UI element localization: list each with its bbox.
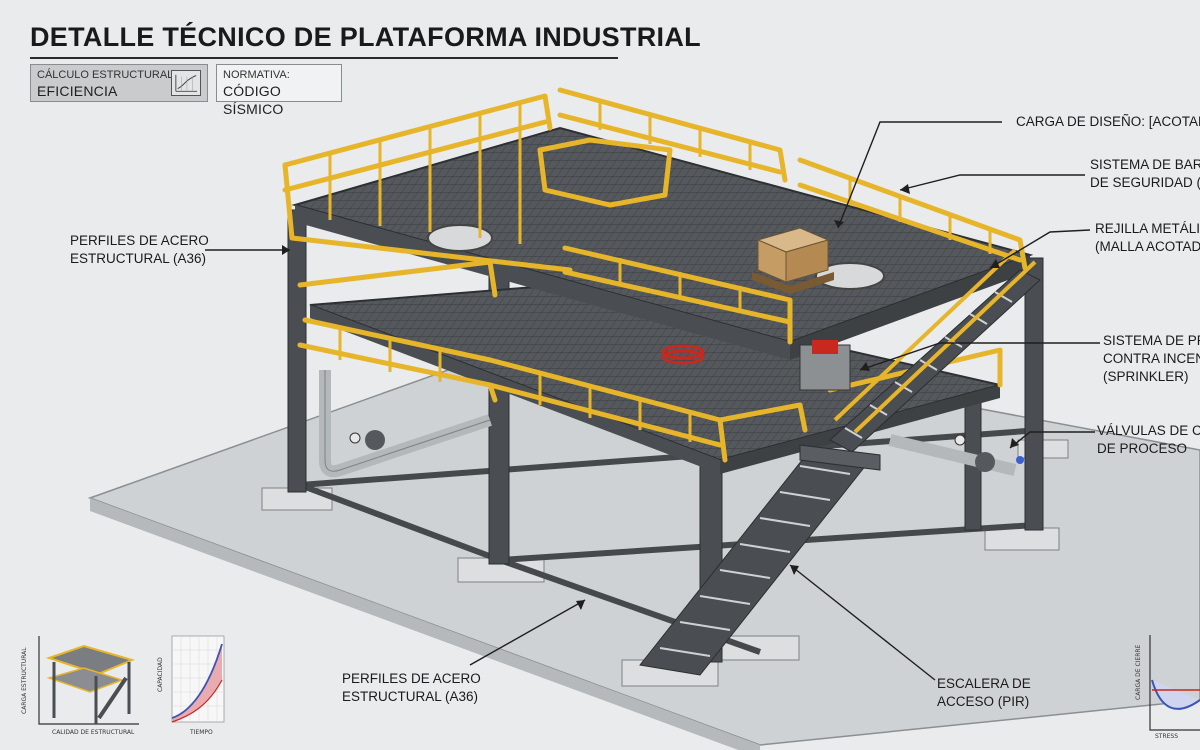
callout-perfiles-left-line1: PERFILES DE ACERO <box>70 233 209 248</box>
process-piping <box>319 370 1024 478</box>
callout-carga: CARGA DE DISEÑO: [ACOTADA] <box>1016 113 1200 131</box>
normativa-label: NORMATIVA: <box>223 69 290 81</box>
callout-rejilla: REJILLA METÁLIC (MALLA ACOTADA <box>1095 220 1200 256</box>
right-chart-ylabel: CARGA DE CIERRE <box>1135 644 1142 700</box>
callout-escalera-line2: ACCESO (PIR) <box>937 694 1030 709</box>
callout-escalera-line1: ESCALERA DE <box>937 676 1031 691</box>
upper-railing-posts <box>328 101 992 312</box>
calculo-label: CÁLCULO ESTRUCTURAL: <box>37 69 177 81</box>
callout-perfiles-left-line2: ESTRUCTURAL (A36) <box>70 251 207 266</box>
upper-stair <box>829 248 1041 453</box>
callout-incendio-line1: SISTEMA DE PRO <box>1103 333 1200 348</box>
callout-valvulas: VÁLVULAS DE CO DE PROCESO <box>1097 422 1200 458</box>
mid-chart-ylabel: CAPACIDAD <box>157 657 164 692</box>
callout-perfiles-bottom: PERFILES DE ACERO ESTRUCTURAL (A36) <box>342 670 481 706</box>
callout-baranda-line1: SISTEMA DE BARA <box>1090 157 1200 172</box>
normativa-value: CÓDIGO SÍSMICO <box>223 83 284 117</box>
callout-perfiles-bottom-line2: ESTRUCTURAL (A36) <box>342 689 479 704</box>
callout-baranda-line2: DE SEGURIDAD (OS <box>1090 175 1200 190</box>
capacity-mini-chart: CAPACIDAD TIEMPO <box>157 635 225 736</box>
title-underline <box>30 57 618 59</box>
leader-arrows <box>282 184 1019 610</box>
right-chart-xlabel: STRESS <box>1155 733 1178 740</box>
sprinkler-unit <box>661 340 851 391</box>
upper-railings <box>282 87 1028 345</box>
callout-carga-text: CARGA DE DISEÑO: [ACOTADA] <box>1016 114 1200 129</box>
left-chart-ylabel: CARGA ESTRUCTURAL <box>21 647 28 714</box>
callout-incendio-line2: CONTRA INCEND <box>1103 351 1200 366</box>
mid-chart-xlabel: TIEMPO <box>189 729 213 736</box>
normativa-card: NORMATIVA: CÓDIGO SÍSMICO <box>216 64 342 117</box>
design-load-box <box>752 227 834 294</box>
callout-perfiles-left: PERFILES DE ACERO ESTRUCTURAL (A36) <box>70 232 209 268</box>
calculo-card: CÁLCULO ESTRUCTURAL: EFICIENCIA <box>30 64 208 102</box>
leader-lines <box>205 121 1100 681</box>
right-callouts-clip: SISTEMA DE BARA DE SEGURIDAD (OS REJILLA… <box>1000 0 1200 750</box>
callout-rejilla-line2: (MALLA ACOTADA <box>1095 239 1200 254</box>
page-title: DETALLE TÉCNICO DE PLATAFORMA INDUSTRIAL <box>30 22 701 52</box>
lower-railing-posts <box>338 330 692 442</box>
chart-icon <box>171 70 201 96</box>
callout-incendio-line3: (SPRINKLER) <box>1103 369 1189 384</box>
callout-valvulas-line2: DE PROCESO <box>1097 441 1188 456</box>
lower-stair <box>639 444 881 676</box>
callout-incendio: SISTEMA DE PRO CONTRA INCEND (SPRINKLER) <box>1103 332 1200 386</box>
stress-mini-chart: CARGA DE CIERRE STRESS <box>1135 635 1200 740</box>
callout-escalera: ESCALERA DE ACCESO (PIR) <box>937 675 1031 711</box>
lower-railings <box>297 259 1003 463</box>
calculo-value: EFICIENCIA <box>37 83 118 99</box>
callout-perfiles-bottom-line1: PERFILES DE ACERO <box>342 671 481 686</box>
left-chart-xlabel: CALIDAD DE ESTRUCTURAL <box>52 729 135 736</box>
callout-baranda: SISTEMA DE BARA DE SEGURIDAD (OS <box>1090 156 1200 192</box>
structure-mini-chart: CARGA ESTRUCTURAL CALIDAD DE ESTRUCTURAL <box>21 636 139 736</box>
callout-valvulas-line1: VÁLVULAS DE CO <box>1097 423 1200 438</box>
callout-rejilla-line1: REJILLA METÁLIC <box>1095 221 1200 236</box>
